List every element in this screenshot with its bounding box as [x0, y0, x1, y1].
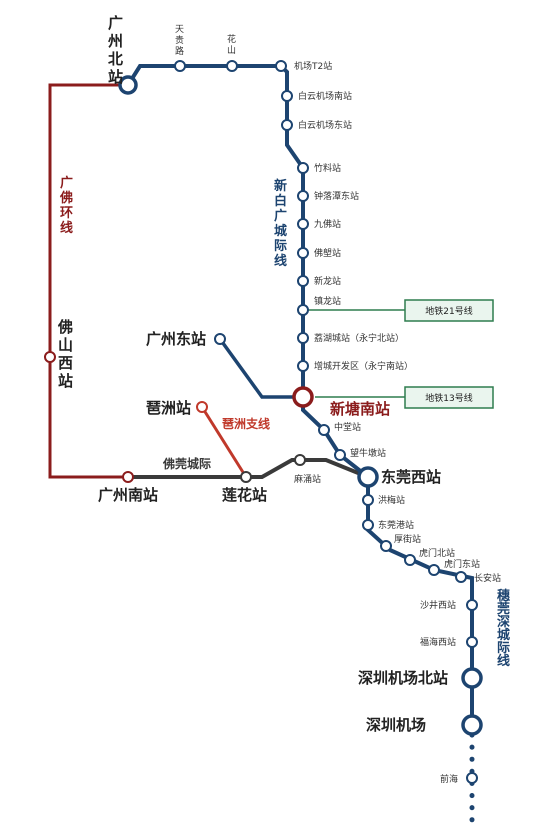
wangniudun-label: 望牛墩站	[350, 447, 386, 459]
station-dot-zengcheng-dev[interactable]	[297, 360, 309, 372]
station-dot-fuhai-west[interactable]	[466, 636, 478, 648]
station-dot-hongmei[interactable]	[362, 494, 374, 506]
station-dot-xinlong[interactable]	[297, 275, 309, 287]
baiyun-airport-south-label: 白云机场南站	[298, 90, 352, 102]
station-dot-zhongtang[interactable]	[318, 424, 330, 436]
guangzhou-south-label: 广州南站	[98, 486, 158, 504]
zengcheng-dev-label: 增城开发区（永宁南站）	[314, 360, 413, 372]
zhuliao-label: 竹料站	[314, 162, 341, 174]
dongguan-west-label: 东莞西站	[381, 468, 441, 486]
station-dot-pizhou[interactable]	[196, 401, 208, 413]
station-dot-shenzhen-airport[interactable]	[461, 714, 483, 736]
suiguanshen-label: 穗莞深城际线	[497, 588, 510, 669]
station-dot-guangzhou-east[interactable]	[214, 333, 226, 345]
station-dot-shajing-west[interactable]	[466, 599, 478, 611]
lihu-city-label: 荔湖城站（永宁北站）	[314, 332, 404, 344]
station-dot-shenzhen-airport-north[interactable]	[461, 667, 483, 689]
station-dot-zhenlong[interactable]	[297, 304, 309, 316]
qianhai-label: 前海	[440, 773, 458, 785]
humen-north-label: 虎门北站	[419, 547, 455, 559]
station-dot-lianhua[interactable]	[240, 471, 252, 483]
station-dot-wangniudun[interactable]	[334, 449, 346, 461]
station-dot-dongguan-port[interactable]	[362, 519, 374, 531]
station-dot-huashan[interactable]	[226, 60, 238, 72]
station-dot-guangzhou-south[interactable]	[122, 471, 134, 483]
shenzhen-airport-north-label: 深圳机场北站	[358, 669, 448, 687]
zhongtang-label: 中堂站	[334, 421, 361, 433]
foshan-west-label: 佛山西站	[57, 318, 73, 390]
guangfo-loop-label: 广佛环线	[59, 175, 73, 236]
station-dot-qianhai[interactable]	[466, 772, 478, 784]
pizhou-label: 琶洲站	[146, 399, 191, 417]
guangzhou-north-label: 广州北站	[107, 14, 123, 86]
houjie-label: 厚街站	[394, 533, 421, 545]
pizhou-branch-line	[200, 406, 248, 478]
station-dot-lihu-city[interactable]	[297, 332, 309, 344]
station-dot-houjie[interactable]	[380, 540, 392, 552]
metro13-tag-label: 地铁13号线	[425, 392, 472, 404]
fowan-label: 佛塱站	[314, 247, 341, 259]
shajing-west-label: 沙井西站	[420, 599, 456, 611]
jiufo-label: 九佛站	[314, 218, 341, 230]
metro13-tag-box[interactable]	[404, 386, 494, 409]
lianhua-label: 莲花站	[222, 486, 267, 504]
zhongluotan-east-label: 钟落潭东站	[314, 190, 359, 202]
guangzhou-east-label: 广州东站	[146, 330, 206, 348]
metro21-tag-box[interactable]	[404, 299, 494, 322]
station-dot-zhuliao[interactable]	[297, 162, 309, 174]
station-dot-baiyun-airport-east[interactable]	[281, 119, 293, 131]
fuhai-west-label: 福海西站	[420, 636, 456, 648]
station-dot-mayong[interactable]	[294, 454, 306, 466]
station-dot-foshan-west[interactable]	[44, 351, 56, 363]
station-dot-humen-east[interactable]	[428, 564, 440, 576]
guangfo-loop-line	[48, 83, 128, 479]
foguan-label: 佛莞城际	[162, 456, 211, 471]
mayong-label: 麻涌站	[294, 473, 321, 485]
xinlong-label: 新龙站	[314, 275, 341, 287]
changan-label: 长安站	[474, 572, 501, 584]
airport-t2-label: 机场T2站	[294, 60, 332, 72]
station-dot-airport-t2[interactable]	[275, 60, 287, 72]
xintang-south-label: 新塘南站	[330, 400, 390, 418]
station-dot-fowan[interactable]	[297, 247, 309, 259]
station-dot-dongguan-west[interactable]	[357, 466, 379, 488]
station-dot-humen-north[interactable]	[404, 554, 416, 566]
station-dot-tiangui-road[interactable]	[174, 60, 186, 72]
tiangui-road-label: 天贵路	[175, 25, 184, 57]
foguan-line	[128, 458, 369, 479]
xinbaiguang-label: 新白广城际线	[274, 178, 287, 269]
station-dot-jiufo[interactable]	[297, 218, 309, 230]
humen-east-label: 虎门东站	[444, 558, 480, 570]
baiyun-airport-east-label: 白云机场东站	[298, 119, 352, 131]
station-dot-zhongluotan-east[interactable]	[297, 190, 309, 202]
dongguan-port-label: 东莞港站	[378, 519, 414, 531]
metro21-tag-label: 地铁21号线	[425, 305, 472, 317]
station-dot-xintang-south[interactable]	[292, 386, 314, 408]
station-dot-changan[interactable]	[455, 571, 467, 583]
hongmei-label: 洪梅站	[378, 494, 405, 506]
huashan-label: 花山	[227, 33, 236, 56]
guangzhou-east-connector	[218, 337, 303, 399]
station-dot-guangzhou-north[interactable]	[118, 75, 138, 95]
station-dot-baiyun-airport-south[interactable]	[281, 90, 293, 102]
zhenlong-label: 镇龙站	[314, 295, 341, 307]
pizhou-branch-label: 琶洲支线	[222, 416, 270, 431]
shenzhen-airport-label: 深圳机场	[366, 716, 426, 734]
